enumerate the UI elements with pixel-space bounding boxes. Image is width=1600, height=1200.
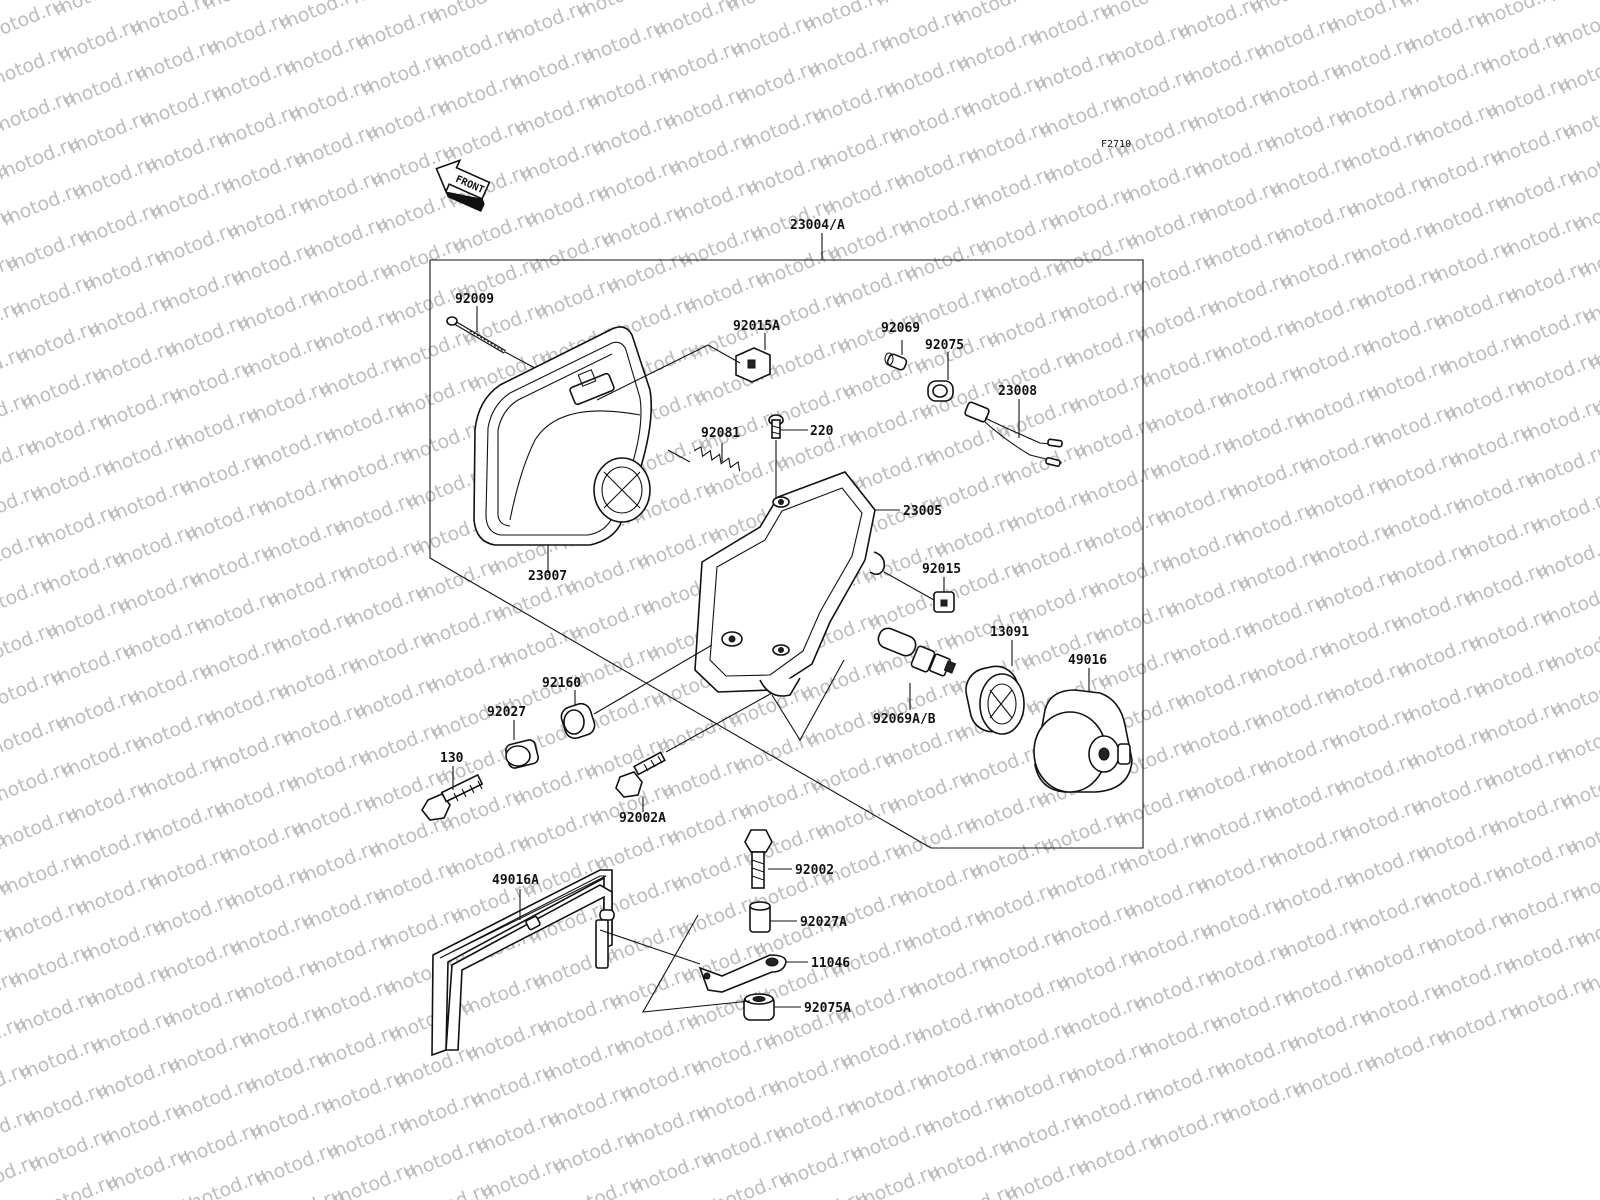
label-220: 220	[810, 424, 834, 439]
label-92015A: 92015A	[733, 319, 780, 334]
screw-92009	[446, 316, 507, 354]
label-23004A: 23004/A	[790, 218, 845, 233]
bulb-92069AB	[877, 627, 957, 677]
label-23007: 23007	[528, 569, 567, 584]
label-92009: 92009	[455, 292, 494, 307]
watermark-text: motod.ru	[1524, 440, 1600, 493]
headlight-lens	[473, 326, 653, 546]
watermark-text: motod.ru	[1519, 394, 1600, 447]
label-92002: 92002	[795, 863, 834, 878]
collar-92027A	[749, 901, 771, 933]
bolt-130	[421, 773, 484, 821]
bolt-92002	[744, 829, 773, 889]
watermark-text: motod.ru	[128, 0, 217, 41]
watermark-text: motod.ru	[950, 0, 1039, 31]
watermark-text: motod.ru	[1529, 486, 1600, 539]
spring-92081	[693, 446, 741, 472]
label-92027: 92027	[487, 705, 526, 720]
bulb-holder-13091	[965, 665, 1025, 735]
rubber-cover-49016	[1033, 689, 1133, 793]
label-11046: 11046	[811, 956, 850, 971]
nut-92015	[933, 591, 955, 613]
label-92069: 92069	[881, 321, 920, 336]
watermark-text: motod.ru	[277, 0, 366, 35]
label-92081: 92081	[701, 426, 740, 441]
label-49016: 49016	[1068, 653, 1107, 668]
front-arrow-icon: FRONT	[435, 159, 491, 213]
watermark-text: motod.ru	[1569, 854, 1600, 907]
label-92015: 92015	[922, 562, 961, 577]
watermark-text: motod.ru	[801, 0, 890, 37]
watermark-text: motod.ru	[1474, 0, 1563, 33]
label-13091: 13091	[990, 625, 1029, 640]
diagram-code: F2710	[1101, 139, 1131, 150]
watermark-text: motod.ru	[1325, 0, 1414, 39]
collar-92160	[560, 702, 596, 740]
label-92069AB: 92069A/B	[873, 712, 936, 727]
grommet-92075	[927, 380, 954, 402]
label-92075: 92075	[925, 338, 964, 353]
label-49016A: 49016A	[492, 873, 539, 888]
collar-92027	[505, 739, 539, 769]
label-92002A: 92002A	[619, 811, 666, 826]
watermark-text: motod.ru	[1571, 184, 1600, 237]
bracket-11046	[698, 954, 787, 993]
socket-92069	[884, 352, 908, 371]
watermark-text: motod.ru	[1534, 532, 1600, 585]
socket-assy-23008	[964, 401, 1063, 467]
bracket-49016A	[431, 869, 615, 1057]
assembly-outline	[429, 233, 1144, 849]
grommet-92075A	[743, 993, 775, 1021]
label-130: 130	[440, 751, 464, 766]
screw-220	[768, 414, 784, 439]
label-23005: 23005	[903, 504, 942, 519]
label-23008: 23008	[998, 384, 1037, 399]
label-92027A: 92027A	[800, 915, 847, 930]
watermark-text: motod.ru	[1546, 0, 1600, 7]
bolt-92002A	[615, 751, 666, 798]
label-92075A: 92075A	[804, 1001, 851, 1016]
watermark-text: motod.ru	[1539, 578, 1600, 631]
label-92160: 92160	[542, 676, 581, 691]
headlight-rim	[694, 471, 886, 697]
clip-92015A	[735, 347, 771, 383]
watermark-text: motod.ru	[426, 0, 515, 29]
